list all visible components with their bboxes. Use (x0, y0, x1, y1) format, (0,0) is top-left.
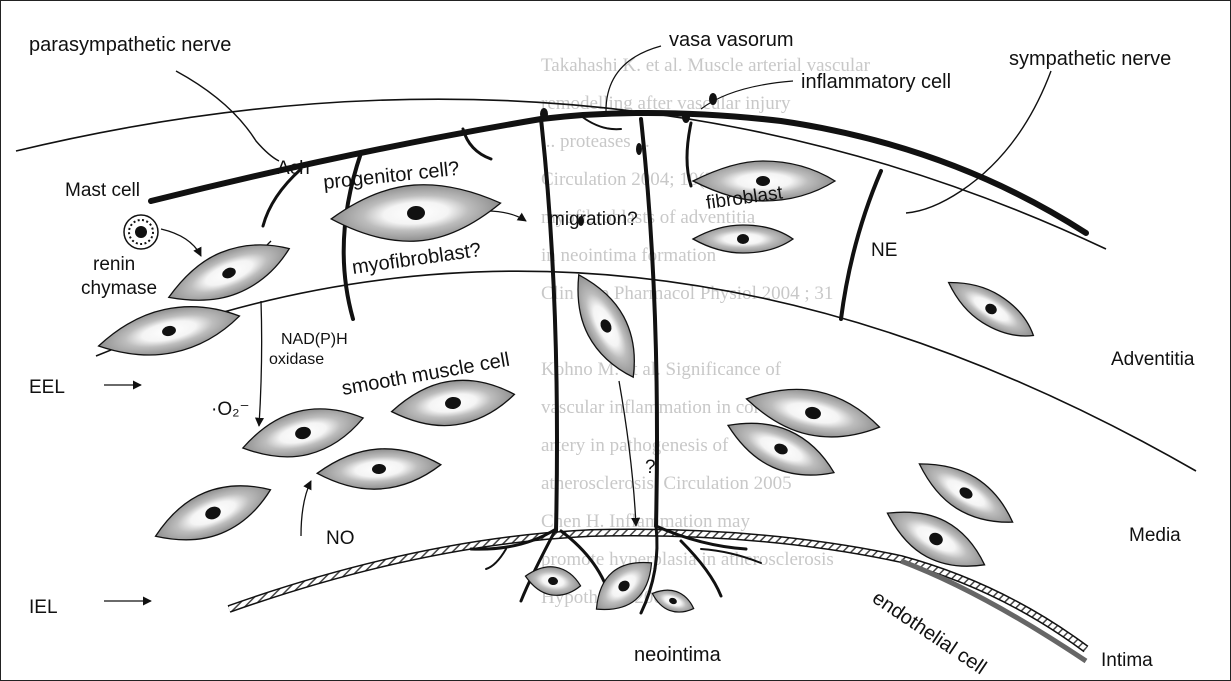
label-nadph: NAD(P)H (281, 331, 348, 348)
label-inflammatory-cell: inflammatory cell (801, 71, 951, 93)
label-ne: NE (871, 240, 897, 261)
smooth-muscle-cell (316, 445, 442, 494)
label-sympathetic-nerve: sympathetic nerve (1009, 48, 1171, 70)
myofibroblast-cell (160, 228, 297, 317)
label-iel: IEL (29, 597, 58, 618)
label-question: ? (645, 457, 656, 478)
label-oxidase: oxidase (269, 351, 324, 368)
mast-cell (124, 215, 158, 249)
label-ach: Ach (277, 158, 310, 179)
inflammatory-cell (709, 93, 717, 105)
inflammatory-cell (682, 111, 690, 123)
label-intima: Intima (1101, 650, 1153, 671)
background-text-line: ... proteases ... (541, 131, 650, 152)
endothelial-layer (901, 561, 1086, 661)
label-neointima: neointima (634, 644, 722, 666)
background-text-line: artery in pathogenesis of (541, 435, 729, 456)
background-text-line: atherosclerosis. Circulation 2005 (541, 473, 792, 494)
smooth-muscle-cell (94, 295, 244, 368)
label-chymase: chymase (81, 278, 157, 299)
adventitia-cell (940, 269, 1042, 349)
background-text-line: Kohno M. et al. Significance of (541, 359, 782, 380)
label-mast-cell: Mast cell (65, 180, 140, 201)
label-endothelial-cell: endothelial cell (868, 587, 990, 679)
label-renin: renin (93, 254, 135, 275)
label-media: Media (1129, 525, 1181, 546)
label-vasa-vasorum: vasa vasorum (669, 29, 794, 51)
label-adventitia: Adventitia (1111, 349, 1195, 370)
inflammatory-cell (540, 108, 548, 120)
parasympathetic-nerve-fiber (176, 71, 279, 161)
smooth-muscle-cell (147, 469, 278, 556)
label-parasympathetic-nerve: parasympathetic nerve (29, 34, 231, 56)
label-migration: migration? (549, 209, 638, 230)
label-eel: EEL (29, 377, 65, 398)
label-no: NO (326, 528, 355, 549)
background-text-line: in neointima formation (541, 245, 717, 266)
inflammatory-cell (636, 143, 642, 155)
label-superoxide: ·O₂⁻ (211, 399, 250, 420)
